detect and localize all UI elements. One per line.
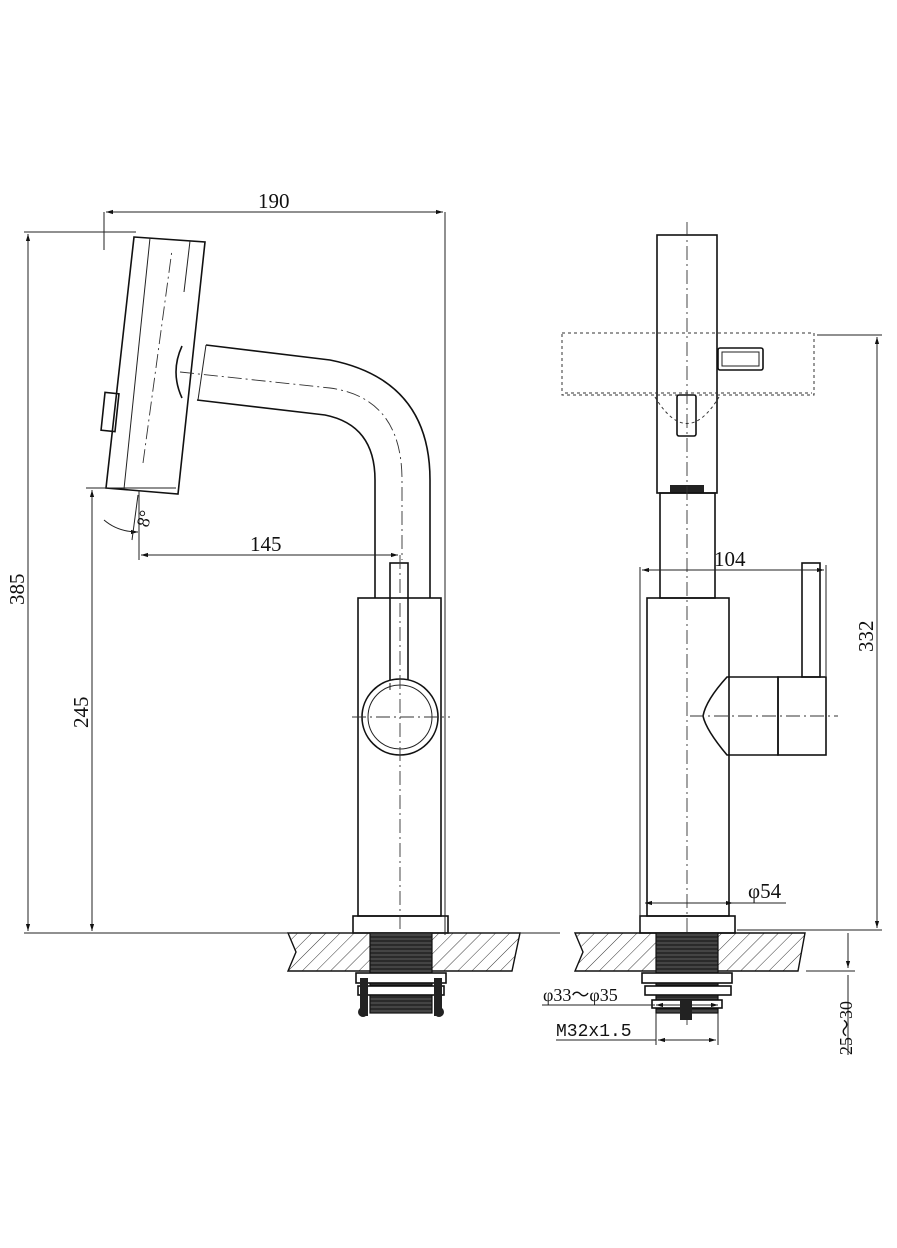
dim-overall-reach: 190 — [258, 189, 290, 213]
lever-front — [801, 562, 821, 678]
dim-deck-thickness: 25～30 — [836, 1001, 856, 1055]
head-button-front — [717, 347, 764, 371]
dim-base-diameter: φ54 — [748, 879, 782, 903]
rotation-envelope — [561, 332, 815, 396]
spout-arm — [205, 344, 431, 598]
base-ring — [352, 915, 449, 934]
dim-spout-reach: 145 — [250, 532, 282, 556]
dim-thread: M32x1.5 — [556, 1022, 632, 1042]
side-view-dimensions: 190 385 245 145 8° — [5, 189, 560, 935]
lever-handle — [389, 562, 409, 684]
front-view-dimensions: 104 332 φ54 φ33～φ35 M32x1.5 25～30 — [542, 334, 882, 1055]
dim-overall-height: 385 — [5, 574, 29, 606]
front-view — [561, 222, 838, 1025]
faucet-body-front — [646, 597, 730, 917]
side-view — [100, 236, 521, 1017]
dim-tilt-angle: 8° — [133, 508, 157, 529]
base-ring-front — [639, 915, 736, 934]
dim-hole-diameter: φ33～φ35 — [543, 985, 618, 1005]
dim-side-height: 332 — [854, 621, 878, 653]
head-button — [100, 391, 120, 433]
faucet-body — [357, 597, 442, 917]
spout-head — [105, 236, 206, 495]
dim-body-width: 104 — [714, 547, 746, 571]
dim-spout-height: 245 — [69, 697, 93, 729]
